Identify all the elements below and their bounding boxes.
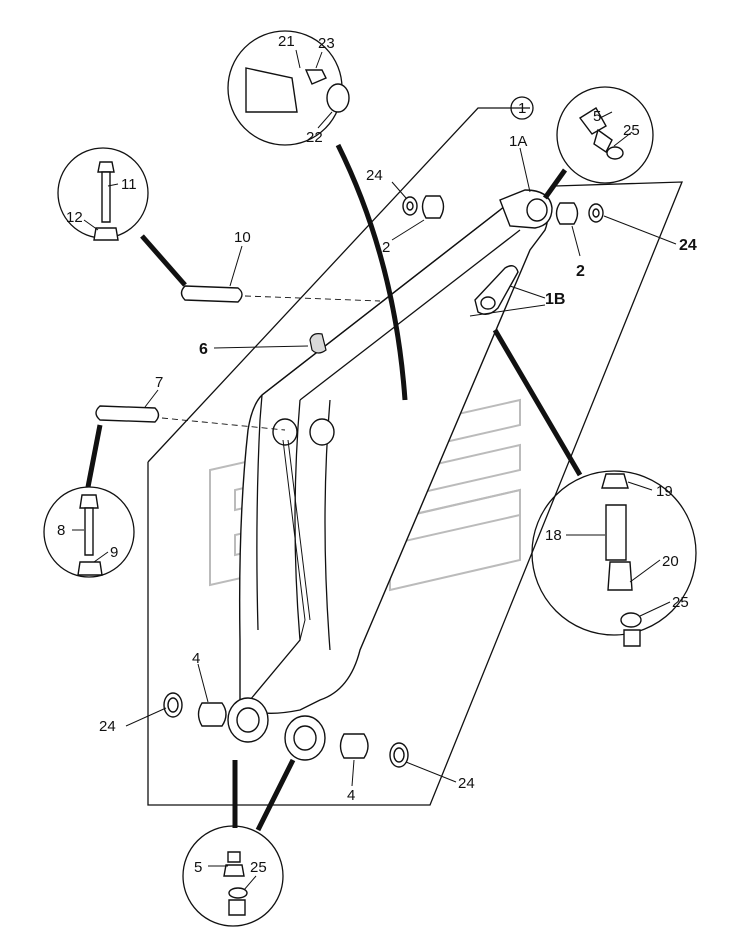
pin-10: [180, 285, 381, 303]
callout-5-top: 5: [593, 108, 601, 125]
boom-arm: [227, 189, 553, 761]
bushing-4-lower-left: [163, 692, 227, 727]
callout-24-bottom: 24: [458, 775, 475, 792]
callout-19: 19: [656, 483, 673, 500]
detail-circle-grease-top: [542, 86, 654, 200]
callout-25-top: 25: [623, 122, 640, 139]
bushing-4-lower-right: [339, 733, 409, 768]
callout-22: 22: [306, 129, 323, 146]
callout-25-middle: 25: [672, 594, 689, 611]
callout-18: 18: [545, 527, 562, 544]
callout-1: 1: [518, 100, 526, 117]
callout-25-bottom: 25: [250, 859, 267, 876]
detail-circle-grease-bottom: [182, 758, 296, 927]
detail-circle-label-plate: [227, 30, 408, 401]
callout-ring-1: [510, 96, 534, 120]
callout-20: 20: [662, 553, 679, 570]
bushing-2-upper-right: [555, 202, 604, 225]
assembly-frame: [147, 107, 683, 806]
callout-23: 23: [318, 35, 335, 52]
callout-11: 11: [121, 176, 137, 193]
callout-7: 7: [155, 374, 163, 391]
callout-4-right: 4: [347, 787, 355, 804]
callout-2-upper-left: 2: [382, 239, 390, 256]
callout-8: 8: [57, 522, 65, 539]
callout-24-left: 24: [99, 718, 116, 735]
callout-6: 6: [199, 341, 208, 358]
detail-circle-bolt-11: [57, 147, 187, 287]
detail-circle-grease-adapter: [492, 328, 697, 647]
leader-lines: [72, 49, 677, 891]
callout-12: 12: [66, 209, 83, 226]
callout-9: 9: [110, 544, 118, 561]
callout-10: 10: [234, 229, 251, 246]
callout-21: 21: [278, 33, 295, 50]
bushing-2-upper-left: [402, 195, 445, 219]
callout-4-left: 4: [192, 650, 200, 667]
callout-5-bottom: 5: [194, 859, 202, 876]
callout-1a: 1A: [509, 133, 527, 150]
callout-2-upper-right: 2: [576, 263, 585, 280]
pin-7: [95, 405, 286, 431]
callout-24-right: 24: [679, 237, 697, 254]
bushing-6: [309, 333, 327, 354]
detail-circle-bolt-8: [43, 424, 135, 578]
callout-24-top: 24: [366, 167, 383, 184]
callout-labels: 1 1A 1B 2 2 4 4 5 5 6 7 8 9 10 11 12 18 …: [57, 33, 697, 876]
callout-1b: 1B: [545, 291, 565, 308]
